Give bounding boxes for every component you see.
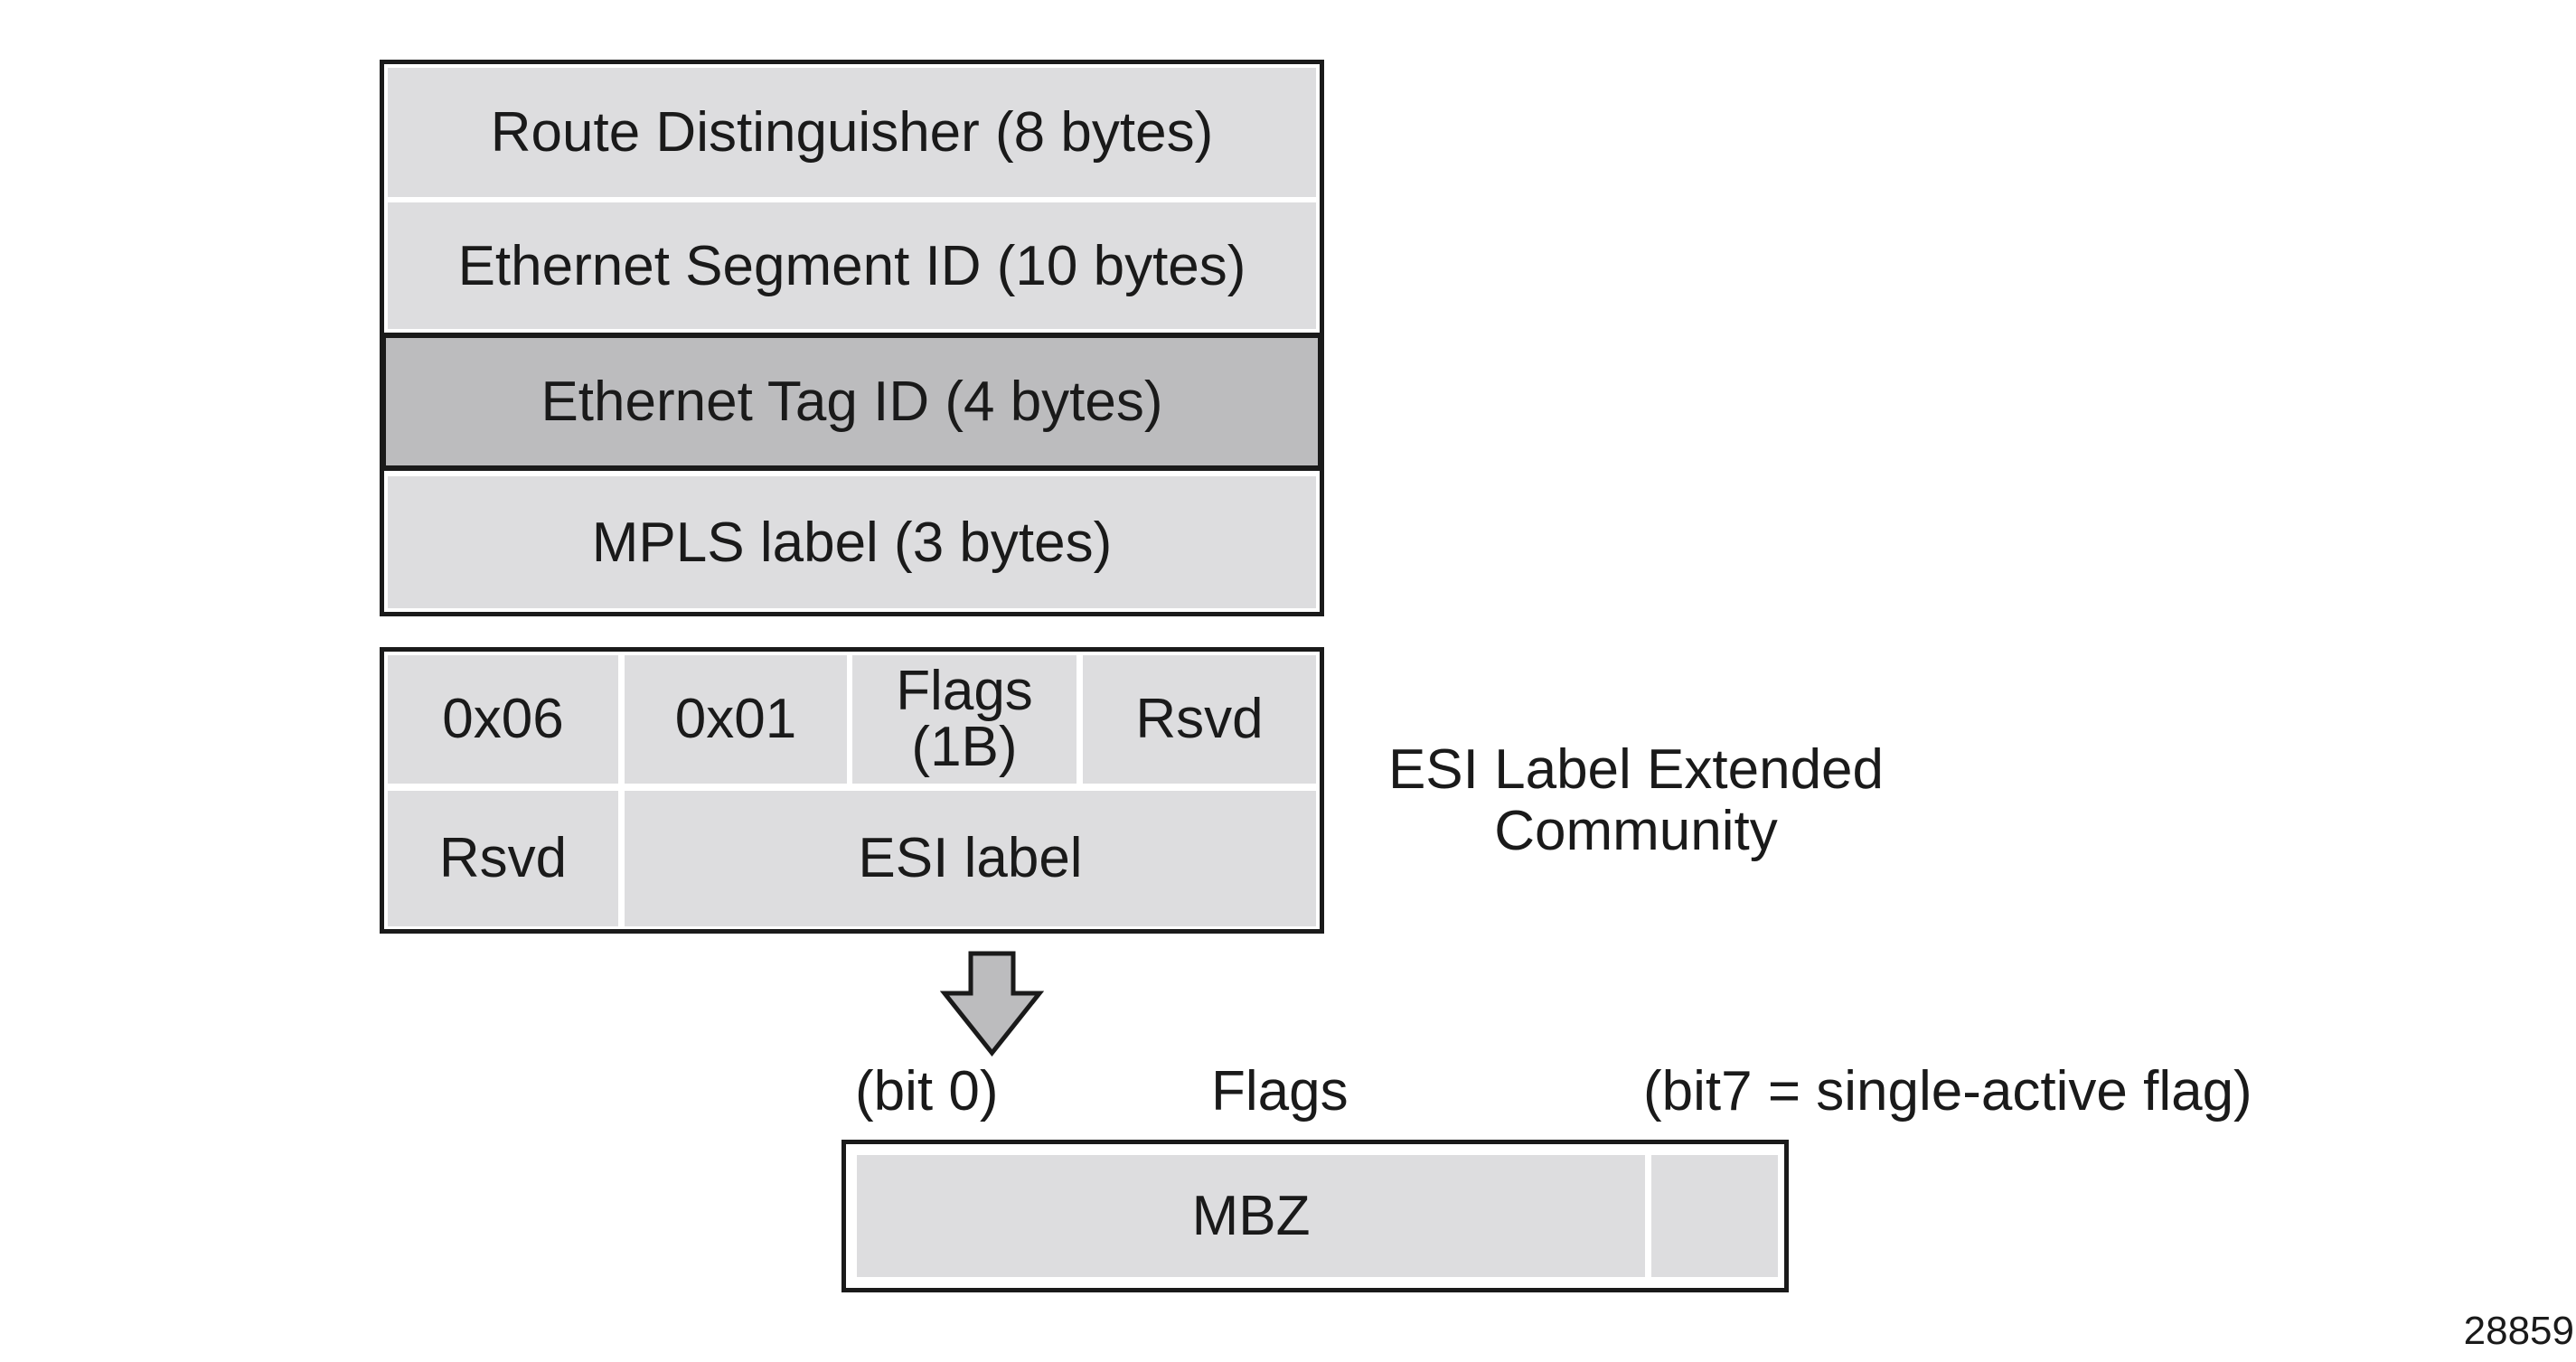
flags-cell-line1: Flags bbox=[896, 660, 1033, 722]
figure-id: 28859 bbox=[2463, 1309, 2574, 1353]
route-fields-table: Route Distinguisher (8 bytes) Ethernet S… bbox=[380, 60, 1324, 616]
bit0-label: (bit 0) bbox=[855, 1060, 999, 1122]
bit7-label: (bit7 = single-active flag) bbox=[1643, 1060, 2252, 1122]
ethernet-segment-id-field: Ethernet Segment ID (10 bytes) bbox=[388, 202, 1316, 329]
flags-label: Flags bbox=[1211, 1060, 1349, 1122]
type-cell: 0x06 bbox=[388, 655, 618, 784]
esi-label-community-table: 0x06 0x01 Flags (1B) Rsvd Rsvd ESI label bbox=[380, 647, 1324, 934]
down-arrow-icon bbox=[940, 951, 1044, 1057]
subtype-cell: 0x01 bbox=[625, 655, 847, 784]
route-distinguisher-field: Route Distinguisher (8 bytes) bbox=[388, 68, 1316, 197]
caption-line-2: Community bbox=[1494, 800, 1778, 862]
reserved-cell-2: Rsvd bbox=[388, 791, 618, 926]
flags-bit-box: MBZ bbox=[841, 1140, 1789, 1292]
flags-cell: Flags (1B) bbox=[852, 655, 1076, 784]
caption-line-1: ESI Label Extended bbox=[1387, 738, 1885, 801]
mbz-cell: MBZ bbox=[857, 1155, 1645, 1277]
esi-community-caption: ESI Label Extended Community bbox=[1365, 739, 1907, 862]
esi-label-cell: ESI label bbox=[625, 791, 1316, 926]
mpls-label-field: MPLS label (3 bytes) bbox=[388, 476, 1316, 608]
reserved-cell-1: Rsvd bbox=[1083, 655, 1316, 784]
flags-cell-line2: (1B) bbox=[911, 716, 1018, 778]
ethernet-tag-id-field: Ethernet Tag ID (4 bytes) bbox=[381, 333, 1323, 471]
single-active-bit-cell bbox=[1651, 1155, 1778, 1277]
